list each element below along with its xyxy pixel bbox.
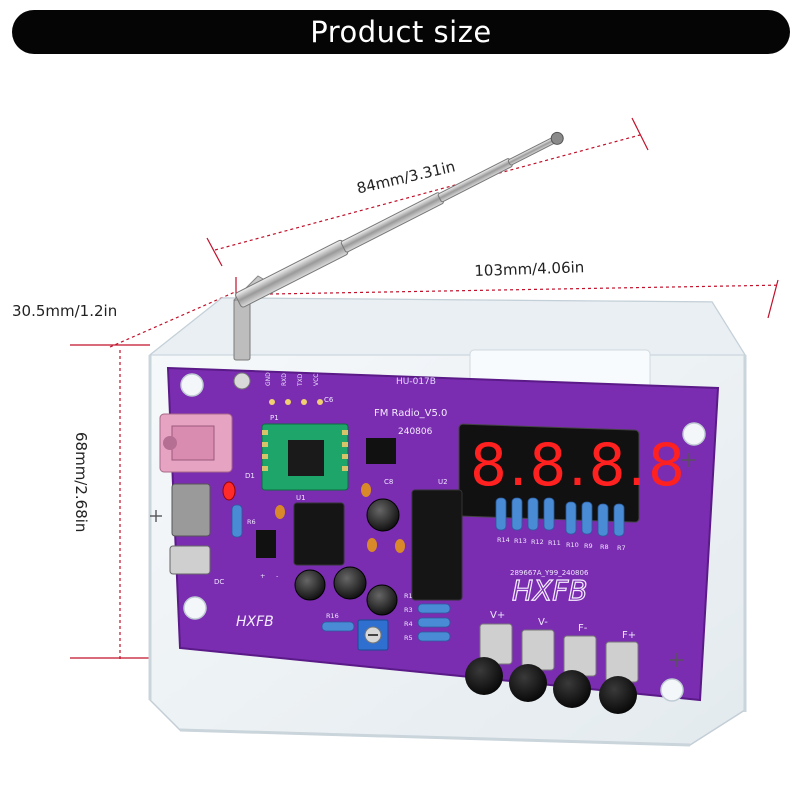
electrolytic-capacitors [294, 498, 400, 616]
dimension-depth: 30.5mm/1.2in [12, 302, 118, 320]
seven-segment-display: 8.8.8.8 [458, 423, 687, 523]
svg-text:U1: U1 [296, 494, 306, 502]
label-p1: P1 [270, 414, 279, 422]
fm-module [261, 423, 349, 491]
label-r5: R5 [404, 634, 413, 642]
label-minus: - [276, 572, 279, 580]
red-led [222, 481, 236, 501]
label-d1: D1 [245, 472, 255, 480]
button-fminus [553, 670, 591, 708]
board-subtitle: FM Radio_V5.0 [374, 408, 447, 419]
dimension-width: 103mm/4.06in [474, 258, 585, 280]
label-r16: R16 [326, 612, 339, 620]
pin-txd: TXD [297, 373, 304, 387]
board-model: HU-017B [396, 377, 436, 387]
label-r11: R11 [548, 539, 561, 547]
label-r13: R13 [514, 537, 527, 545]
label-r1: R1 [404, 592, 413, 600]
dimension-lines [70, 117, 779, 660]
label-r10: R10 [566, 541, 579, 549]
page-title: Product size [310, 15, 492, 49]
label-r14: R14 [497, 536, 510, 544]
board-date: 240806 [398, 427, 433, 437]
pin-gnd: GND [265, 372, 272, 386]
display-digits: 8.8.8.8 [470, 431, 687, 499]
control-buttons: V+ V- F- F+ [465, 610, 639, 714]
label-r6: R6 [247, 518, 256, 526]
button-label-fplus: F+ [622, 630, 636, 641]
label-r3: R3 [404, 606, 413, 614]
dimension-height: 68mm/2.68in [72, 432, 90, 533]
label-c8: C8 [384, 478, 393, 486]
voltage-regulator [366, 438, 396, 464]
button-label-vminus: V- [538, 617, 548, 628]
brand-logo-small: HXFB [236, 614, 274, 630]
micro-usb-port [169, 545, 211, 575]
label-dc: DC [214, 578, 224, 586]
label-r8: R8 [600, 543, 609, 551]
transistor [256, 530, 276, 558]
label-r4: R4 [404, 620, 413, 628]
case-screw-marks [150, 453, 696, 667]
board-code: 289667A_Y99_240806 [510, 569, 589, 577]
pin-rxd: RXD [281, 373, 288, 386]
ceramic-capacitors [275, 483, 405, 553]
button-label-vplus: V+ [490, 610, 505, 621]
resistors-lower [321, 603, 451, 642]
power-switch [171, 483, 211, 537]
button-label-fminus: F- [578, 623, 588, 634]
label-plus: + [260, 572, 265, 580]
serial-header: GND RXD TXD VCC P1 [265, 372, 323, 422]
button-fplus [599, 676, 637, 714]
brand-logo: HXFB [512, 574, 588, 607]
resistor-bank: R14 R13 R12 R11 R10 R9 R8 R7 R6 [231, 497, 626, 552]
pin-vcc: VCC [313, 374, 320, 386]
svg-text:U2: U2 [438, 478, 448, 486]
telescopic-antenna [232, 131, 564, 361]
label-r7: R7 [617, 544, 626, 552]
potentiometer [357, 619, 389, 651]
label-r9: R9 [584, 542, 593, 550]
label-r12: R12 [531, 538, 544, 546]
label-c6: C6 [324, 396, 334, 404]
ic-u2: U2 [411, 478, 463, 601]
pcb-board: DC D1 GND RXD TXD VCC P1 HU-017B FM Radi… [150, 366, 720, 714]
ic-u1: U1 [293, 494, 345, 566]
button-vplus [465, 657, 503, 695]
button-vminus [509, 664, 547, 702]
title-banner: Product size [12, 10, 790, 54]
audio-jack [159, 413, 233, 473]
